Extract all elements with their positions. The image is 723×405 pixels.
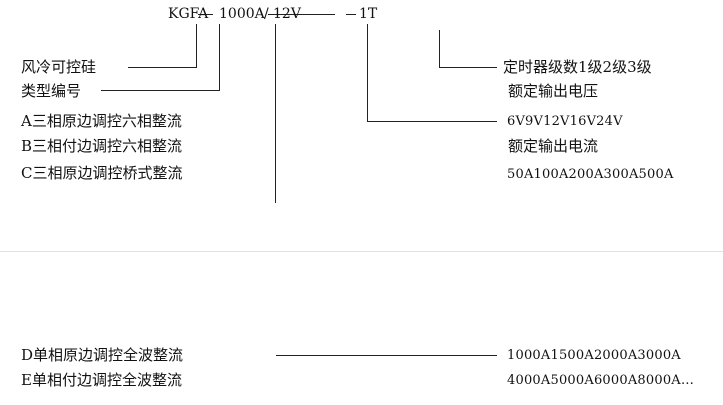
- type-c-label: C三相原边调控桥式整流: [21, 164, 183, 182]
- cooling-connector: [128, 24, 197, 68]
- code-slash: /: [264, 6, 269, 22]
- large-current-options-2: 4000A5000A6000A8000A…: [507, 373, 695, 388]
- timer-code: 1T: [359, 6, 378, 22]
- cooling-label: 风冷可控硅: [21, 58, 97, 76]
- type-label: 类型编号: [21, 82, 82, 100]
- rated-voltage-label: 额定输出电压: [508, 82, 599, 100]
- timer-levels-label: 定时器级数1级2级3级: [503, 58, 652, 76]
- model-code: KGFA: [168, 6, 209, 22]
- type-a-label: A三相原边调控六相整流: [21, 112, 182, 130]
- voltage-code: 12V: [273, 6, 301, 22]
- voltage-connector: [367, 24, 497, 122]
- current-code: 1000A: [219, 6, 265, 22]
- type-b-label: B三相付边调控六相整流: [21, 137, 183, 155]
- voltage-options: 6V9V12V16V24V: [507, 114, 623, 129]
- type-d-label: D单相原边调控全波整流: [21, 346, 184, 364]
- large-current-options-1: 1000A1500A2000A3000A: [507, 348, 681, 363]
- timer-connector: [439, 30, 497, 68]
- type-e-label: E单相付边调控全波整流: [21, 371, 182, 389]
- current-options: 50A100A200A300A500A: [507, 167, 674, 182]
- type-connector: [101, 24, 220, 91]
- rated-current-label: 额定输出电流: [508, 137, 599, 155]
